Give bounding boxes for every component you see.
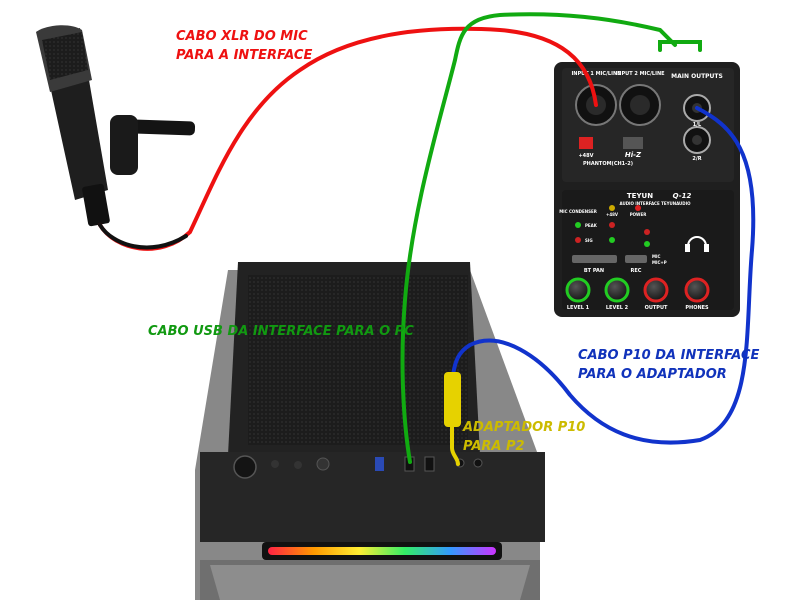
mic-condenser-label: MIC CONDENSER xyxy=(559,209,597,214)
phones-knob[interactable] xyxy=(684,277,710,303)
mic-boom-arm xyxy=(119,119,196,136)
subtitle-label: AUDIO INTERFACE TEYUNAUDIO xyxy=(619,201,691,206)
audio-jack-icon xyxy=(473,458,483,468)
rgb-light-strip xyxy=(268,547,496,555)
model-label: Q-12 xyxy=(673,192,692,200)
audio-interface: INPUT 1 MIC/LINE INPUT 2 MIC/LINE MAIN O… xyxy=(554,62,740,317)
usb-cable xyxy=(400,12,677,464)
condenser-microphone xyxy=(36,25,196,227)
phantom-label: PHANTOM(CH1-2) xyxy=(583,161,633,167)
rec-switch xyxy=(625,255,647,263)
out2-label: 2/R xyxy=(692,156,701,162)
output-knob[interactable] xyxy=(643,277,669,303)
output-label: OUTPUT xyxy=(645,305,668,311)
mic-plus-p-label: MIC+P xyxy=(652,260,667,265)
power-label: POWER xyxy=(630,212,647,217)
bt-pan-label: BT PAN xyxy=(584,268,604,274)
level1-label: LEVEL 1 xyxy=(567,305,590,311)
peak-label: PEAK xyxy=(585,223,598,228)
top-mesh-panel xyxy=(248,275,468,445)
p10-to-p2-adapter xyxy=(444,372,461,466)
hiz-label: Hi-Z xyxy=(625,151,642,159)
rec-label: REC xyxy=(631,268,642,274)
peak-led-icon xyxy=(575,222,581,228)
sig-led-icon xyxy=(575,237,581,243)
usb-cable-label: CABO USB DA INTERFACE PARA O PC xyxy=(148,324,414,339)
phantom-48v-label: +48V xyxy=(578,153,593,159)
headphones-icon xyxy=(687,236,707,247)
level2-knob[interactable] xyxy=(604,277,630,303)
adapter-label: ADAPTADOR P10 PARA P2 xyxy=(463,420,586,454)
front-io-panel xyxy=(200,452,545,542)
power-button-icon xyxy=(233,455,257,479)
usb-port-icon xyxy=(375,457,384,471)
input2-label: INPUT 2 MIC/LINE xyxy=(615,71,665,77)
phantom-power-button xyxy=(579,137,593,149)
phones-label: PHONES xyxy=(685,305,709,311)
pc-case xyxy=(195,262,545,600)
level1-knob[interactable] xyxy=(565,277,591,303)
mic-shock-mount xyxy=(110,115,138,175)
bt-pan-switch xyxy=(572,255,617,263)
p10-cable-label: CABO P10 DA INTERFACE PARA O ADAPTADOR xyxy=(578,348,760,382)
brand-label: TEYUN xyxy=(627,192,653,200)
reset-button-icon xyxy=(271,460,279,468)
led-48v-label: +48V xyxy=(606,212,619,217)
level2-label: LEVEL 2 xyxy=(606,305,629,311)
xlr-cable-label: CABO XLR DO MIC PARA A INTERFACE xyxy=(176,29,313,63)
hiz-button xyxy=(623,137,643,149)
mic-xlr-connector xyxy=(82,183,110,227)
out1-label: 1/L xyxy=(693,122,702,128)
main-outputs-label: MAIN OUTPUTS xyxy=(671,73,723,80)
usb-port-icon xyxy=(424,456,435,472)
mic-label: MIC xyxy=(652,254,660,259)
p10-cable xyxy=(451,106,756,445)
power-led-icon xyxy=(635,205,641,211)
sig-label: SIG xyxy=(585,238,593,243)
xlr-cable xyxy=(98,26,598,251)
input1-label: INPUT 1 MIC/LINE xyxy=(571,71,621,77)
